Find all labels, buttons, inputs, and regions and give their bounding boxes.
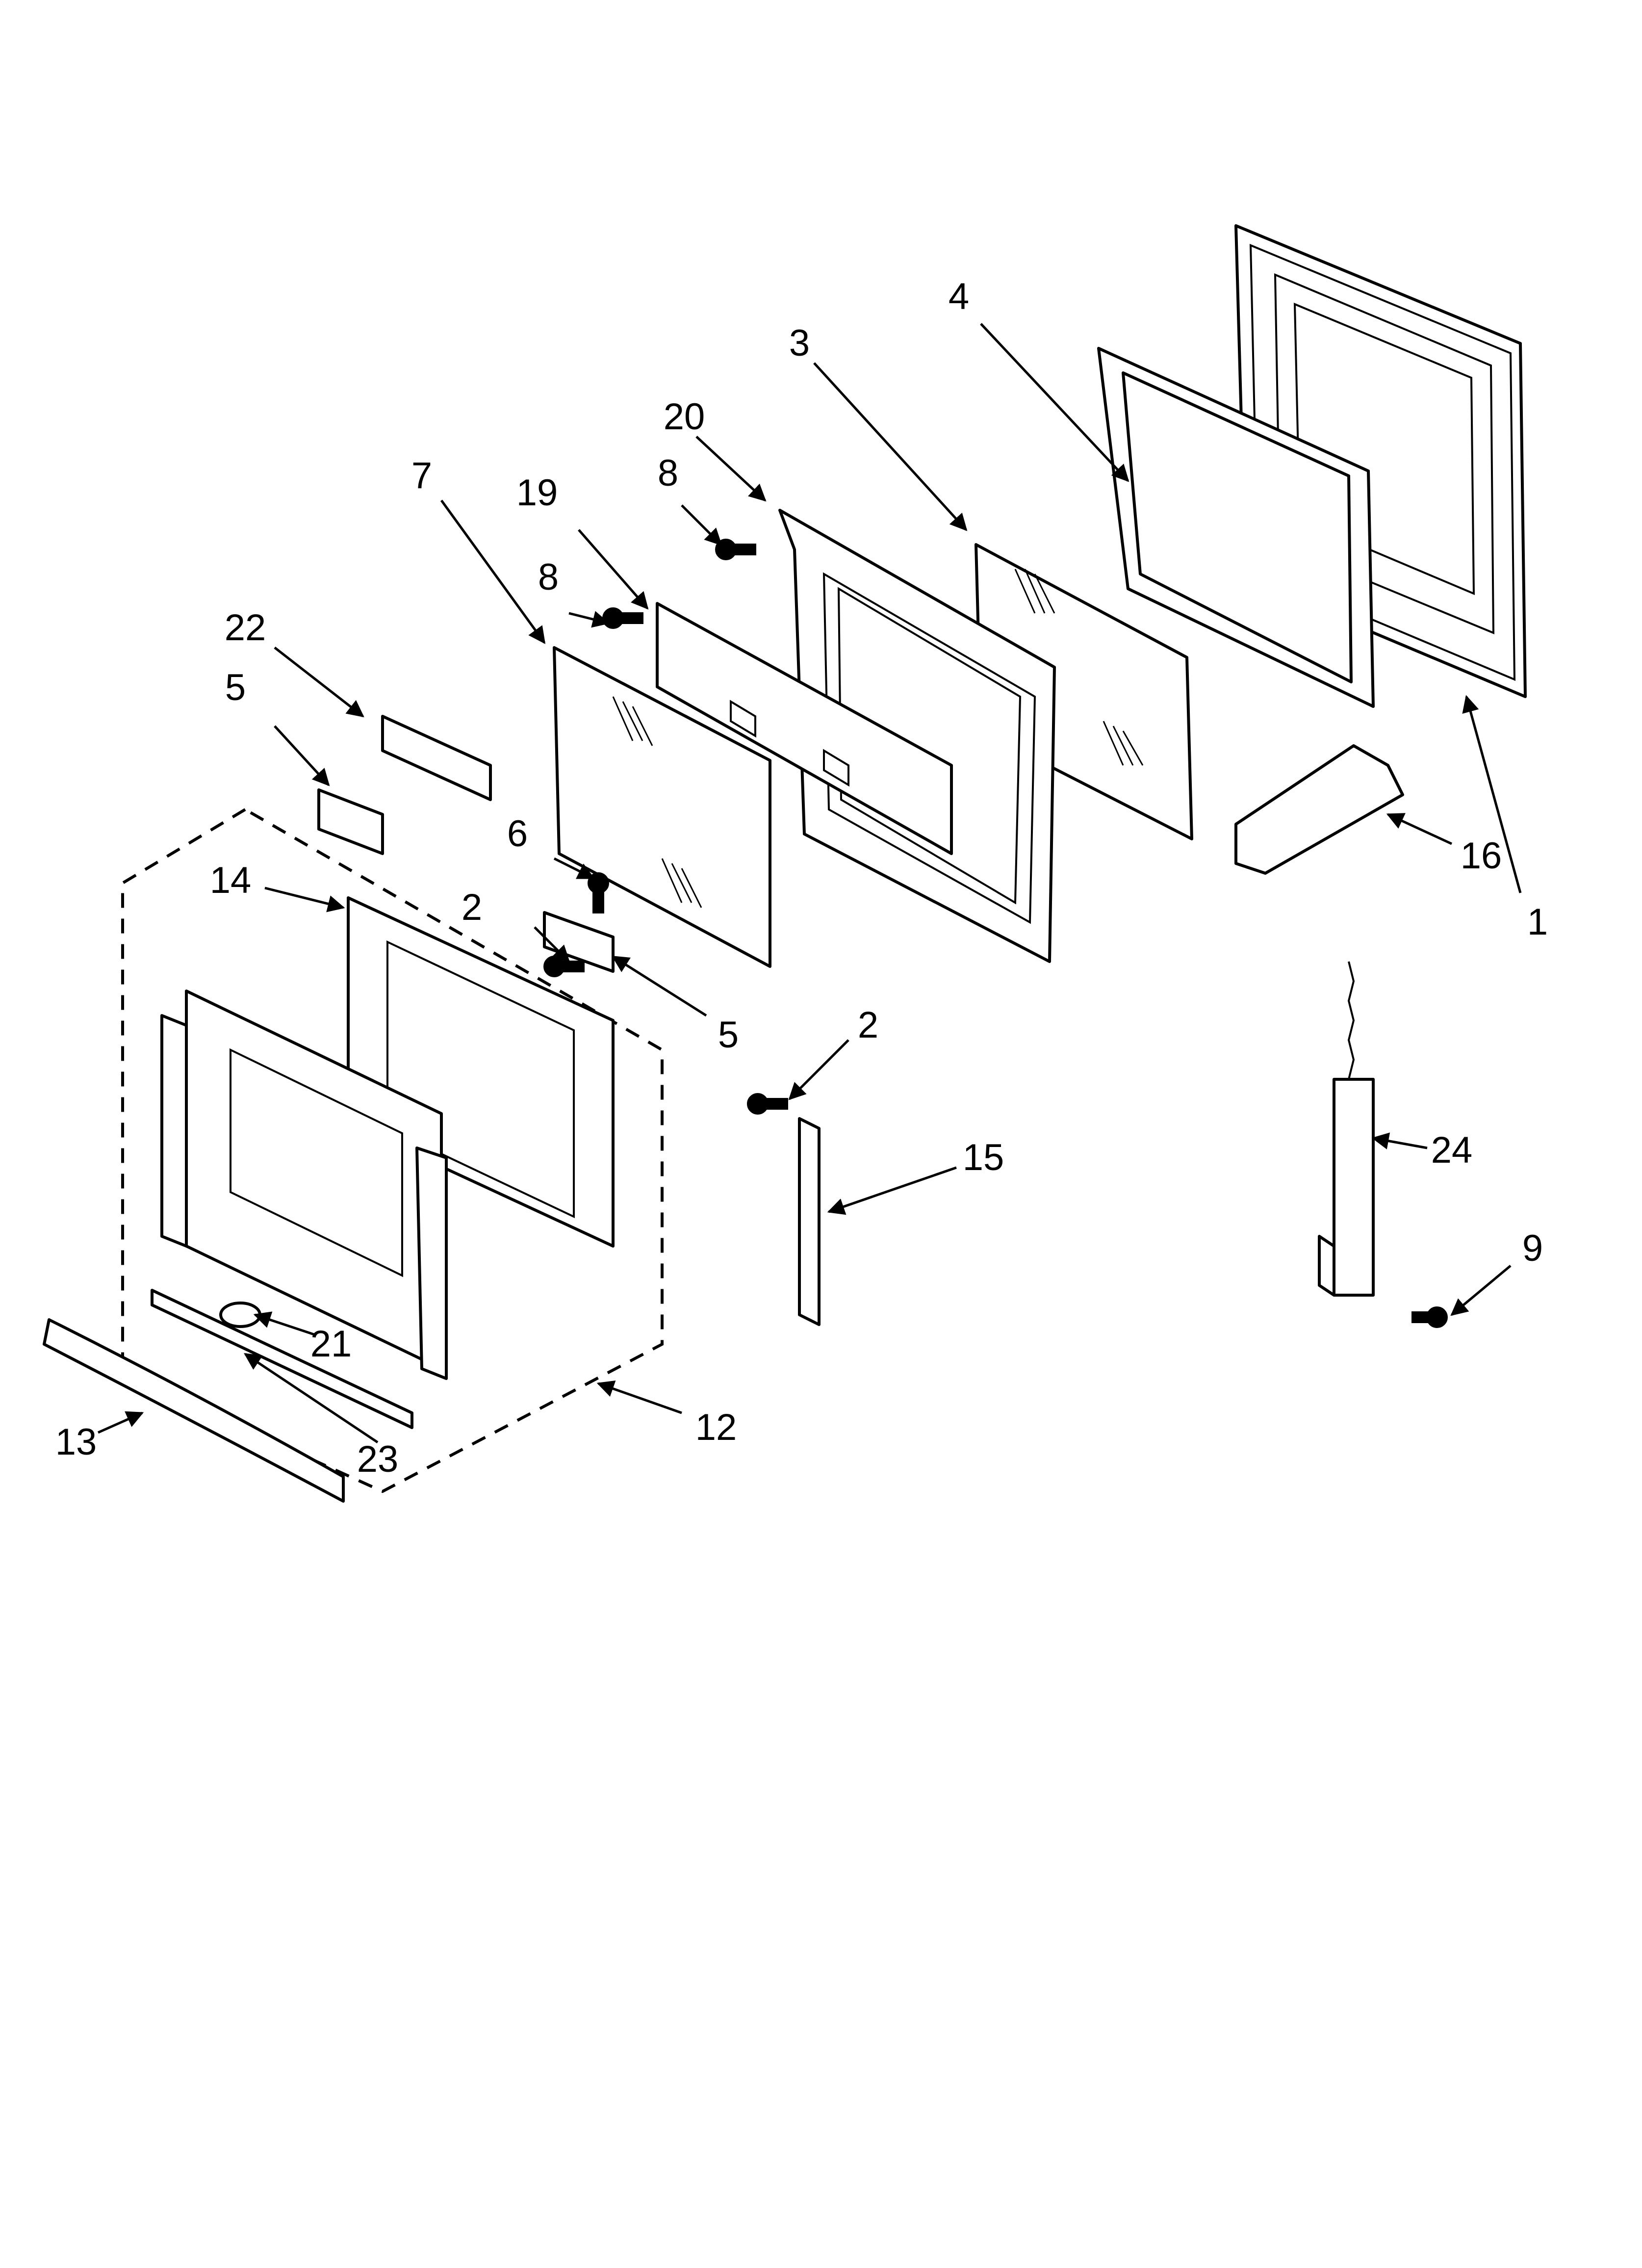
callout-9: 9 (1522, 1227, 1543, 1269)
callout-5-a: 5 (225, 667, 246, 708)
callout-8-b: 8 (538, 556, 559, 598)
door-assembly-outline (121, 808, 664, 1493)
callout-2-b: 2 (858, 1004, 878, 1046)
callout-3: 3 (789, 322, 810, 364)
callout-14: 14 (210, 860, 252, 901)
part-oval-21 (219, 1302, 261, 1328)
callout-16: 16 (1461, 835, 1502, 877)
callout-6: 6 (507, 813, 528, 855)
callout-21: 21 (310, 1323, 352, 1365)
part-inner-frame (1097, 347, 1375, 708)
callout-4: 4 (949, 276, 969, 317)
callout-22: 22 (225, 607, 266, 649)
callout-19: 19 (516, 472, 558, 514)
part-glass-7 (553, 646, 771, 968)
callout-5-b: 5 (718, 1014, 739, 1056)
callout-labels: 1 2 2 3 4 5 5 6 7 8 8 9 12 13 14 15 16 1… (55, 276, 1548, 1480)
callout-2-a: 2 (462, 886, 482, 928)
callout-1: 1 (1527, 901, 1548, 943)
callout-13: 13 (55, 1421, 97, 1463)
part-bracket-22 (381, 715, 492, 801)
callout-20: 20 (664, 396, 705, 438)
callout-7: 7 (411, 455, 432, 496)
part-bracket-16 (1234, 744, 1404, 875)
callout-12: 12 (695, 1407, 737, 1448)
callout-15: 15 (963, 1137, 1004, 1178)
callout-24: 24 (1431, 1129, 1473, 1171)
callout-8-a: 8 (658, 452, 678, 494)
part-hinge-24 (1318, 961, 1375, 1297)
part-handle-13 (43, 1318, 345, 1503)
part-outer-door-panel (160, 990, 448, 1380)
part-strip-15 (798, 1117, 821, 1326)
part-trim-23 (151, 1289, 413, 1429)
screw-icon (543, 539, 1448, 1328)
callout-leaders (97, 323, 1522, 1444)
part-hinge-bracket-5-left (317, 788, 384, 855)
part-glass-retainer-19 (656, 602, 953, 855)
part-door-liner-14 (347, 896, 615, 1248)
callout-23: 23 (357, 1438, 399, 1480)
